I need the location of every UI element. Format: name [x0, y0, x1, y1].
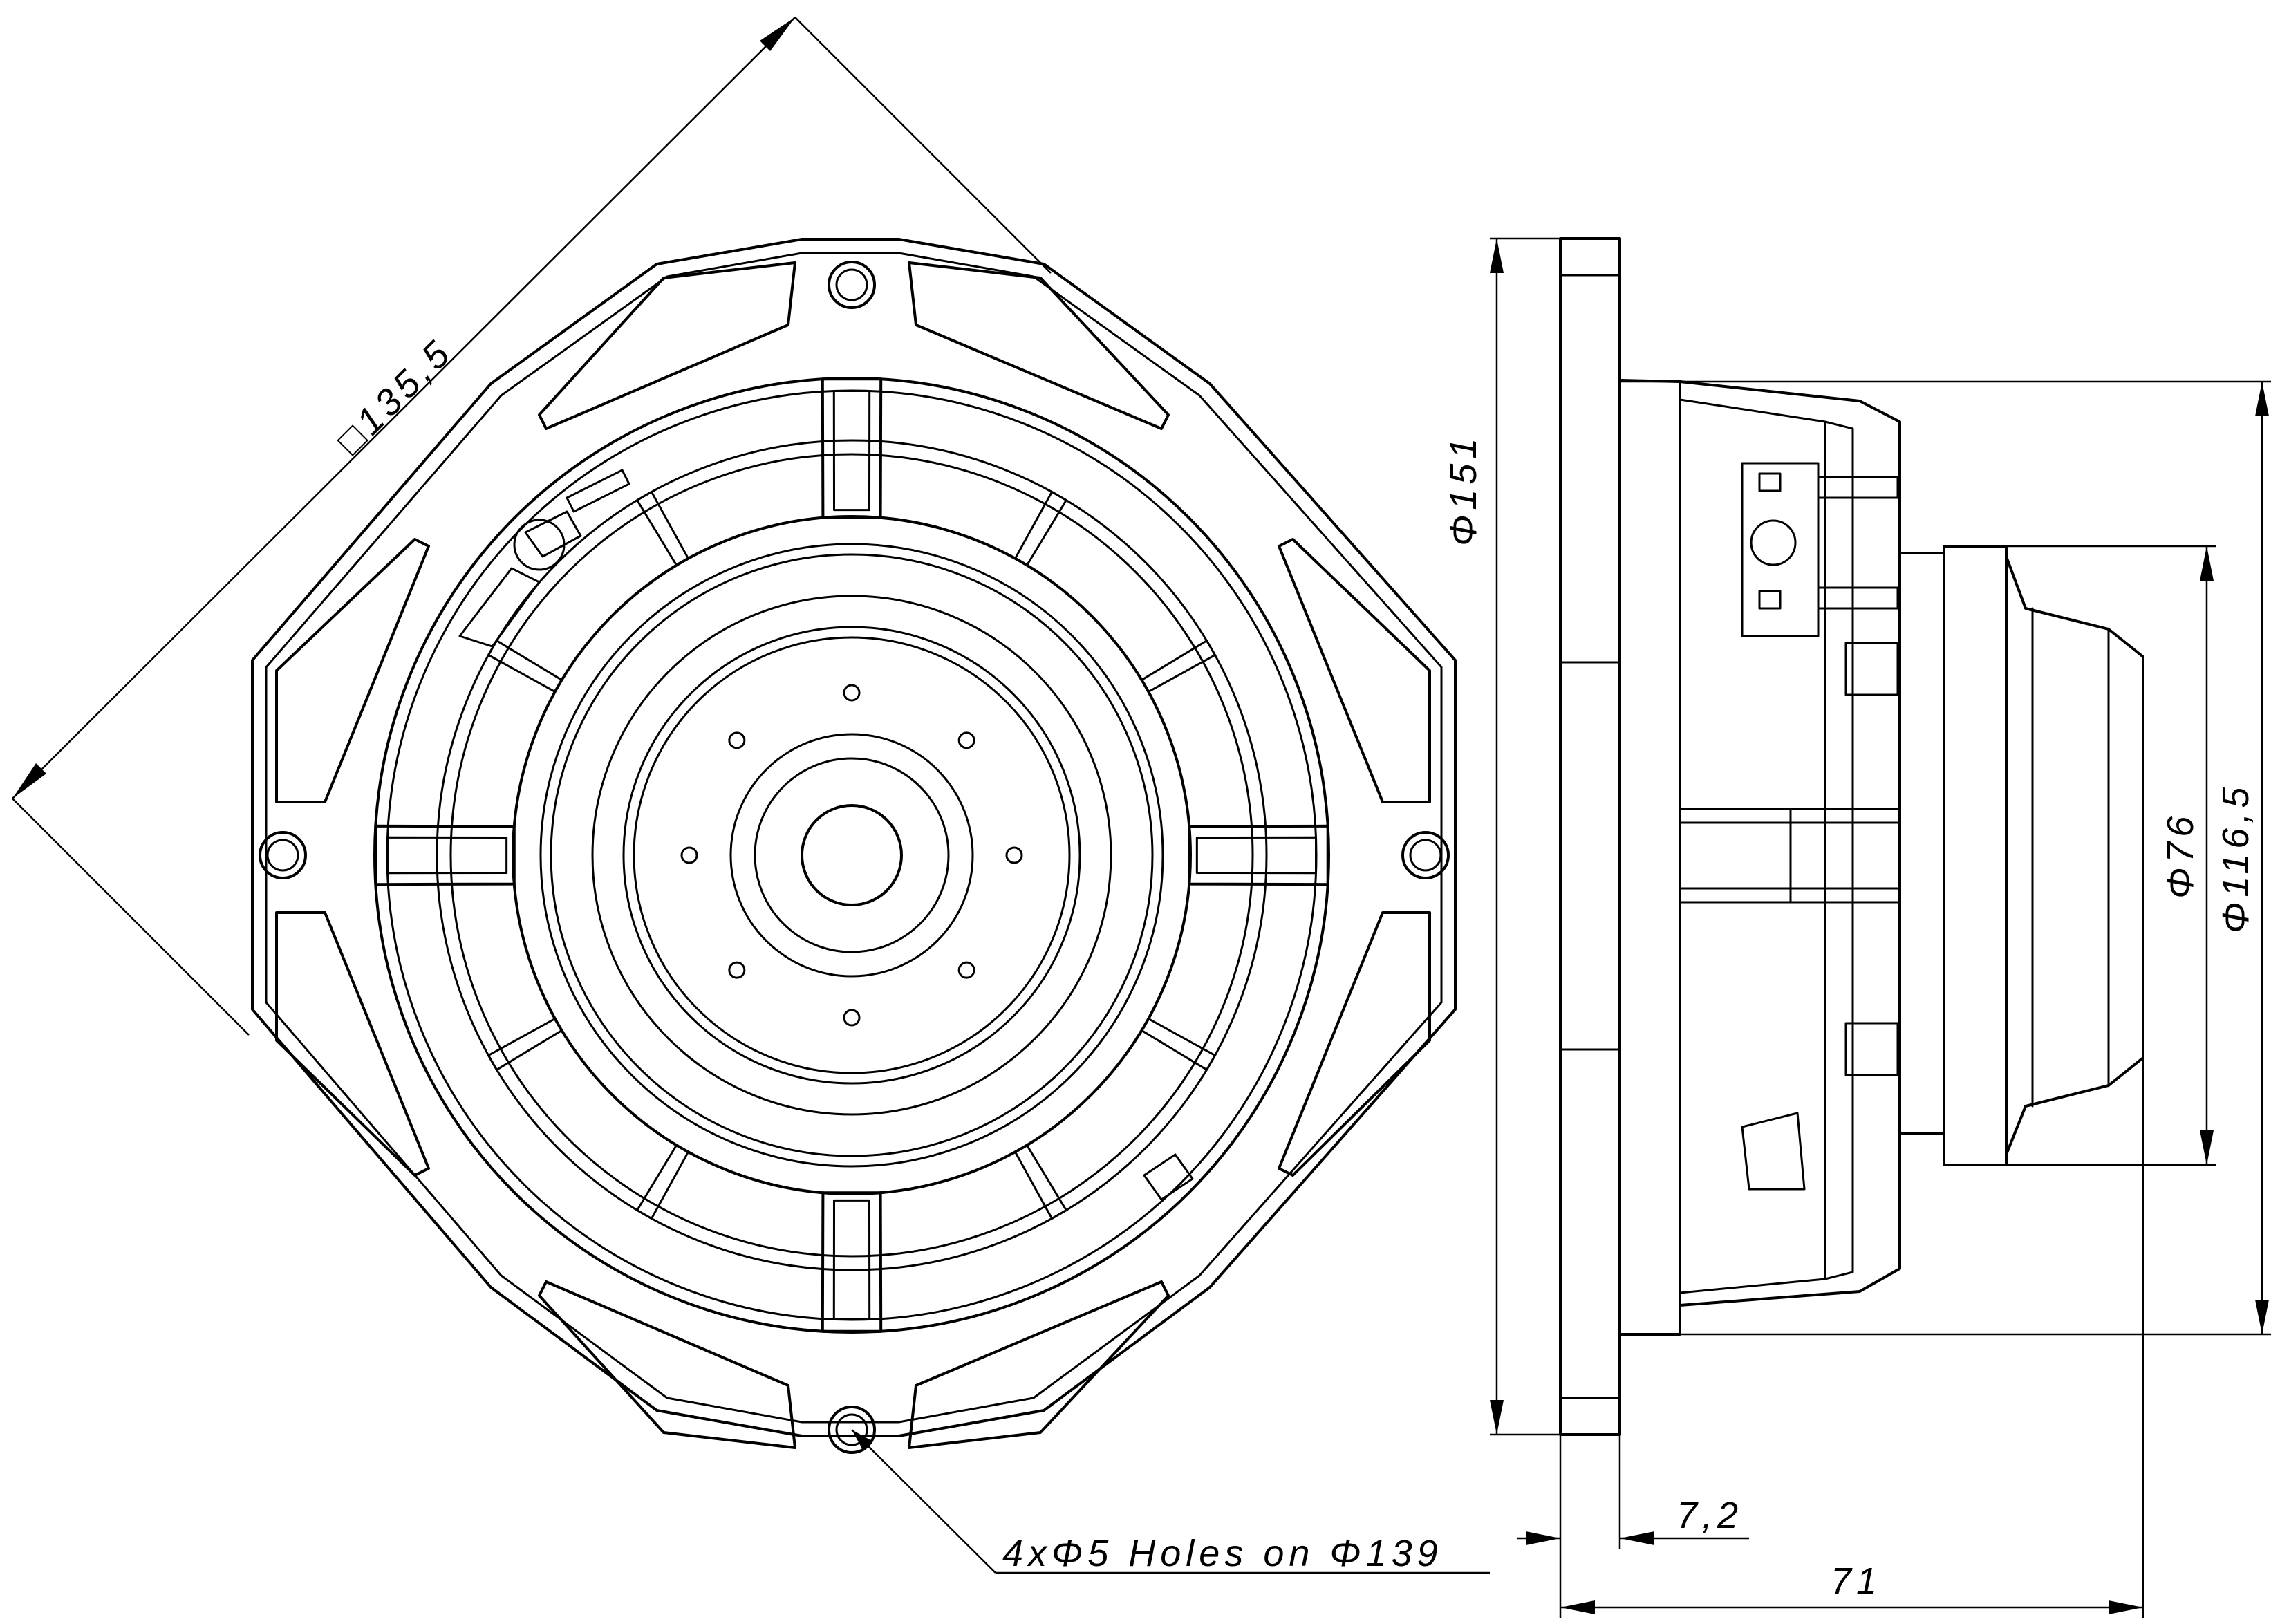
main-spoke [821, 1191, 883, 1333]
screw-hole [1005, 846, 1023, 864]
flange-window [908, 261, 1170, 430]
thin-spoke [1140, 640, 1217, 693]
basket-diameter-label: Φ116,5 [2215, 783, 2256, 933]
screw-hole [843, 684, 861, 702]
thin-spoke [487, 1017, 563, 1071]
flange-window [1278, 538, 1431, 803]
thin-spoke [636, 490, 690, 567]
mounting-hole-right [1401, 831, 1450, 879]
flange-diameter-dimension: Φ151 [1443, 237, 1560, 1436]
basket-diameter-dimension: Φ116,5 [1620, 380, 2271, 1336]
main-spoke [821, 377, 883, 519]
depth-label: 71 [1831, 1560, 1882, 1602]
flange-window [538, 1280, 796, 1449]
flange-diameter-label: Φ151 [1443, 433, 1484, 546]
basket-body [1618, 379, 1681, 1336]
mounting-hole-bottom [828, 1406, 876, 1454]
basket-rings [373, 377, 1330, 1334]
flange-thickness-label: 7,2 [1676, 1495, 1743, 1536]
magnet-assembly [1898, 545, 2144, 1166]
dust-cap [801, 804, 903, 906]
terminal-tab-bottom [1143, 1153, 1194, 1201]
screw-hole [728, 731, 746, 749]
flange-window [275, 911, 430, 1177]
pole-ring [729, 733, 974, 978]
flange-window [275, 538, 430, 803]
thin-spoke [1013, 1144, 1067, 1220]
main-spoke-inner [1195, 836, 1318, 875]
flange-thickness-dimension: 7,2 [1517, 1435, 1749, 1618]
mounting-holes [259, 261, 1450, 1454]
main-spoke-inner [832, 1199, 871, 1321]
thin-spoke [636, 1144, 690, 1220]
magnet-diameter-dimension: Φ76 [2006, 545, 2216, 1166]
side-view: Φ151 Φ116,5 Φ76 7,2 [1443, 237, 2271, 1618]
holes-callout: 4xΦ5 Holes on Φ139 [851, 1429, 1490, 1574]
main-spoke-inner [832, 389, 871, 512]
main-spoke [374, 824, 516, 886]
screw-hole [843, 1009, 861, 1027]
screw-holes [680, 684, 1023, 1027]
basket-spokes [374, 377, 1329, 1333]
main-spoke-inner [386, 836, 508, 875]
screw-hole [957, 961, 975, 979]
thin-spoke [1140, 1017, 1217, 1071]
terminal-block [1741, 462, 1899, 1191]
terminal-tab [458, 469, 630, 648]
mounting-hole-top [828, 261, 876, 309]
flange-window [908, 1280, 1170, 1449]
flange-plate [1559, 237, 1621, 1436]
flange-windows [275, 261, 1431, 1449]
screw-hole [728, 961, 746, 979]
screw-hole [680, 846, 698, 864]
frame-inner-outline [265, 252, 1443, 1424]
holes-callout-label: 4xΦ5 Holes on Φ139 [1002, 1533, 1443, 1574]
frame-outline [251, 238, 1457, 1437]
cone-rings [512, 515, 1192, 1195]
flange-window [1278, 911, 1431, 1177]
main-spoke [1188, 824, 1329, 886]
flange-window [538, 261, 796, 430]
magnet-diameter-label: Φ76 [2160, 812, 2201, 899]
depth-dimension: 71 [1560, 1058, 2144, 1618]
thin-spoke [487, 640, 563, 693]
thin-spoke [1013, 490, 1067, 567]
screw-hole [957, 731, 975, 749]
mounting-hole-left [259, 831, 307, 879]
front-view: □135,5 4xΦ5 Holes on Φ139 [12, 17, 1490, 1574]
